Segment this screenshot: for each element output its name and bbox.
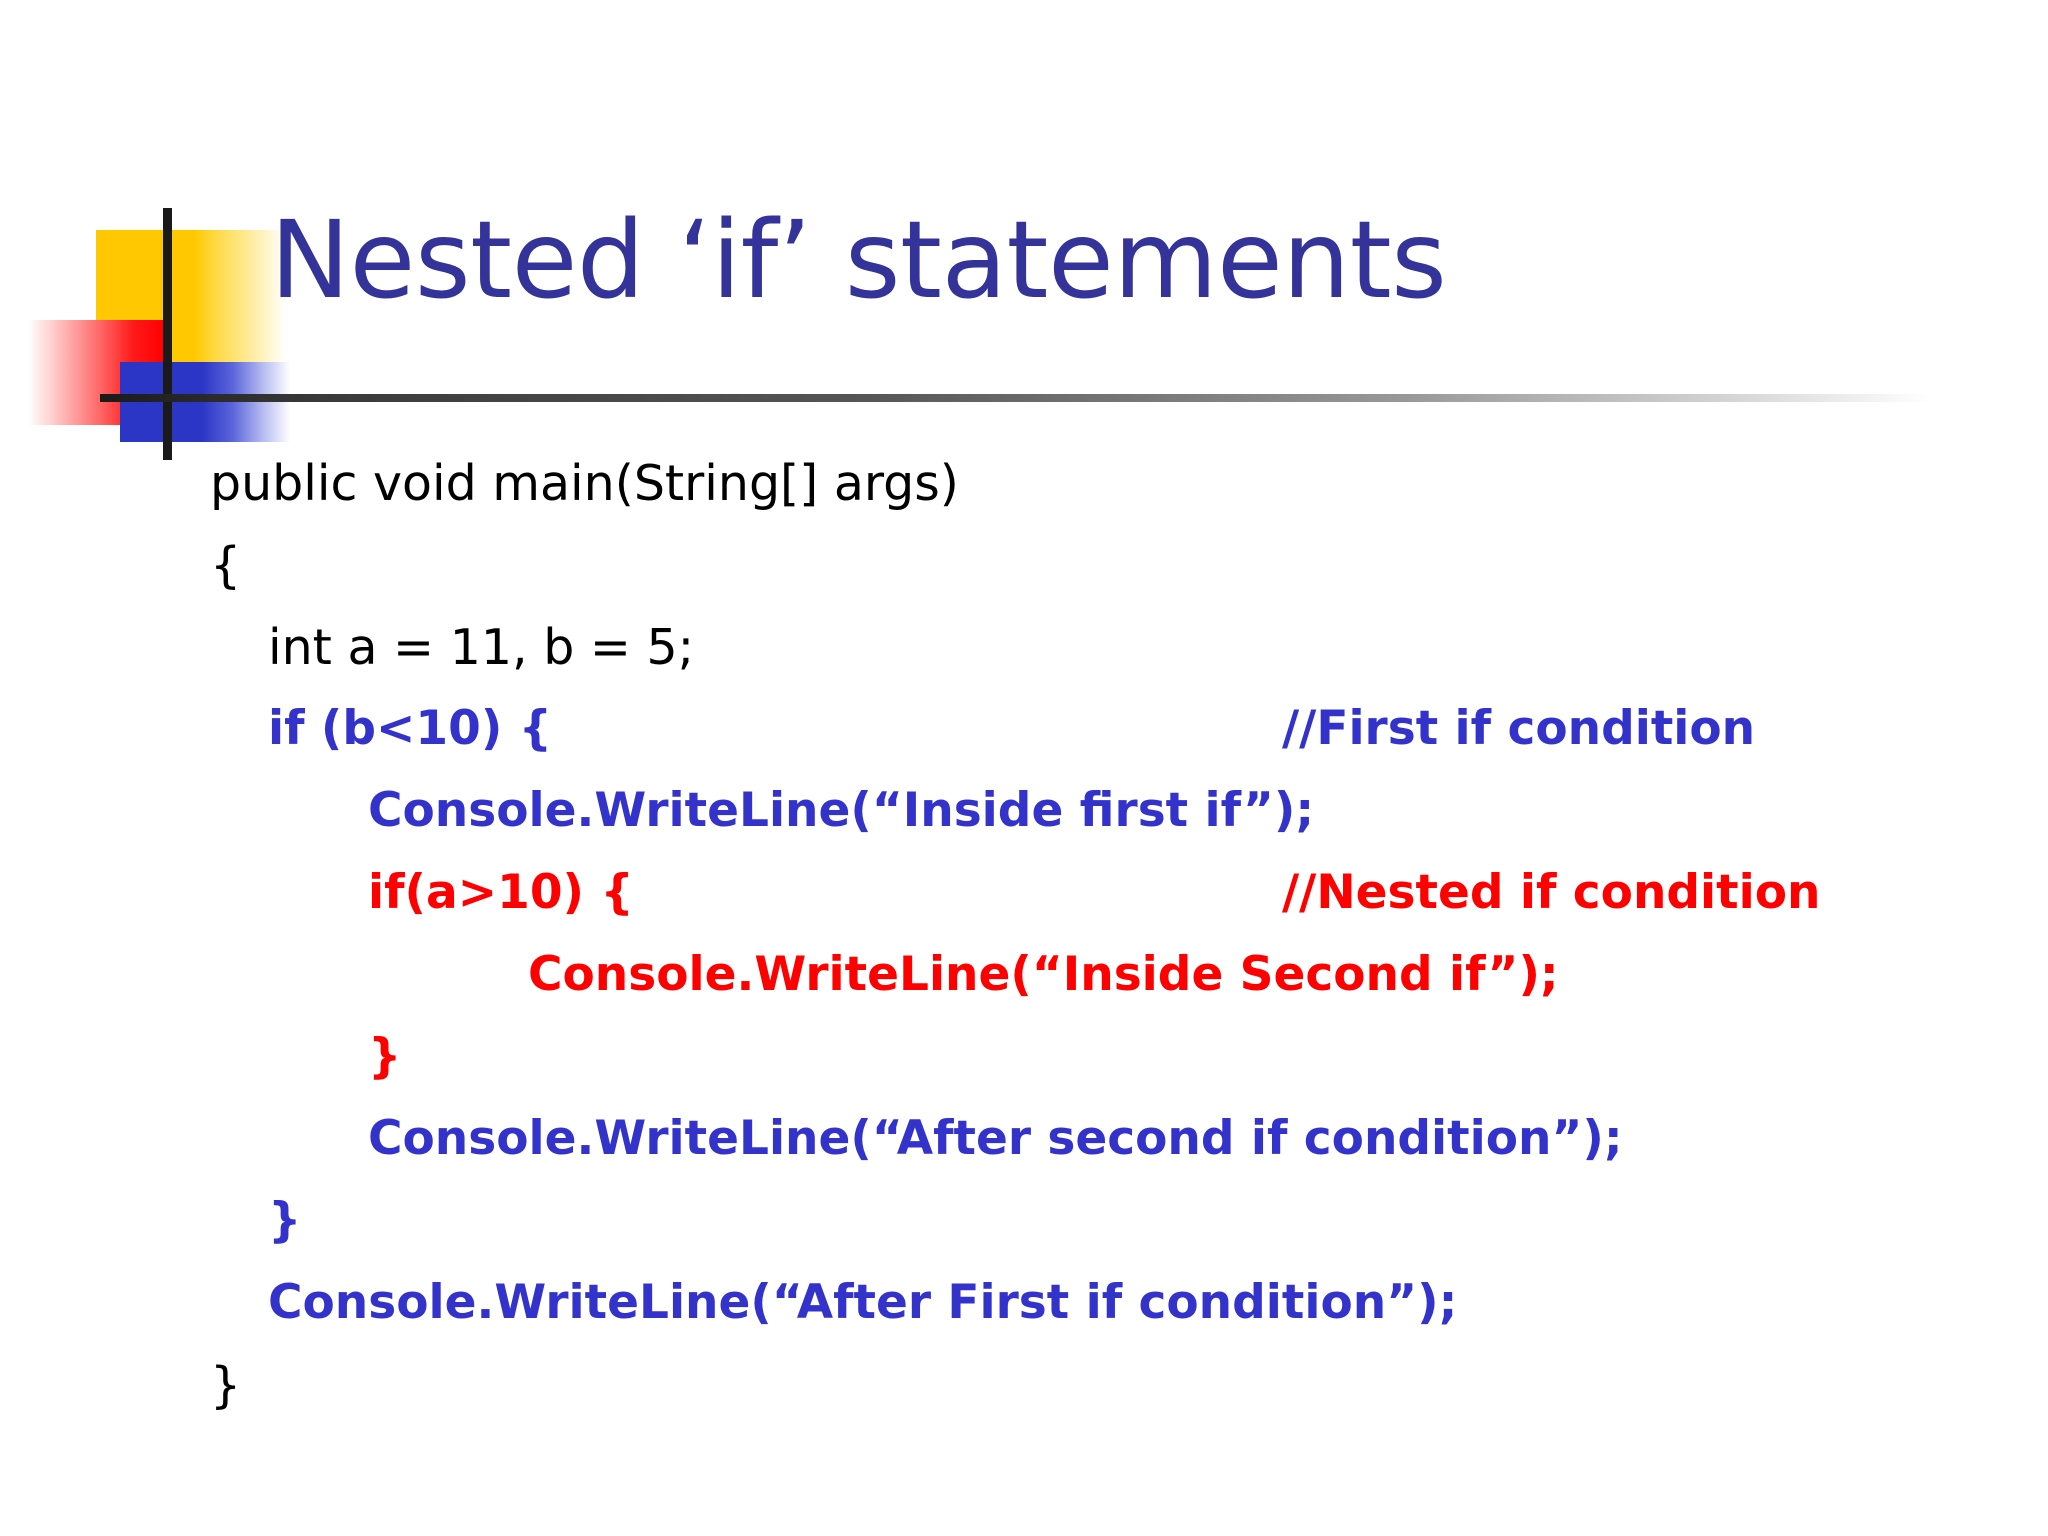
red-square-icon — [28, 320, 163, 425]
code-line-text: Console.WriteLine(“After First if condit… — [268, 1275, 1458, 1330]
code-line-text: public void main(String[] args) — [210, 455, 959, 512]
code-line: Console.WriteLine(“After First if condit… — [0, 1275, 2048, 1357]
code-line-comment: //Nested if condition — [1282, 865, 1821, 920]
yellow-square-icon — [96, 230, 286, 375]
blue-square-icon — [120, 362, 290, 442]
code-line: public void main(String[] args) — [0, 455, 2048, 537]
code-line: } — [0, 1029, 2048, 1111]
code-line: Console.WriteLine(“Inside Second if”); — [0, 947, 2048, 1029]
code-line-text: if(a>10) { — [368, 865, 634, 920]
code-line-comment: //First if condition — [1282, 701, 1756, 756]
code-line: if (b<10) { //First if condition — [0, 701, 2048, 783]
code-line: } — [0, 1357, 2048, 1439]
code-line: if(a>10) { //Nested if condition — [0, 865, 2048, 947]
title-divider-rule — [100, 394, 1930, 402]
code-line-text: } — [368, 1029, 402, 1084]
code-line: } — [0, 1193, 2048, 1275]
code-line-text: Console.WriteLine(“Inside Second if”); — [528, 947, 1559, 1002]
code-line-text: { — [210, 537, 242, 594]
page-title: Nested ‘if’ statements — [270, 199, 1447, 323]
code-line: Console.WriteLine(“Inside first if”); — [0, 783, 2048, 865]
code-line: Console.WriteLine(“After second if condi… — [0, 1111, 2048, 1193]
code-line: { — [0, 537, 2048, 619]
code-line-text: Console.WriteLine(“After second if condi… — [368, 1111, 1623, 1166]
code-line-text: } — [268, 1193, 302, 1248]
code-line-text: } — [210, 1357, 242, 1414]
code-line-text: int a = 11, b = 5; — [268, 619, 695, 676]
vertical-bar-icon — [163, 208, 172, 460]
code-line: int a = 11, b = 5; — [0, 619, 2048, 701]
code-block: public void main(String[] args) { int a = … — [0, 455, 2048, 1439]
code-line-text: Console.WriteLine(“Inside first if”); — [368, 783, 1315, 838]
code-line-text: if (b<10) { — [268, 701, 553, 756]
